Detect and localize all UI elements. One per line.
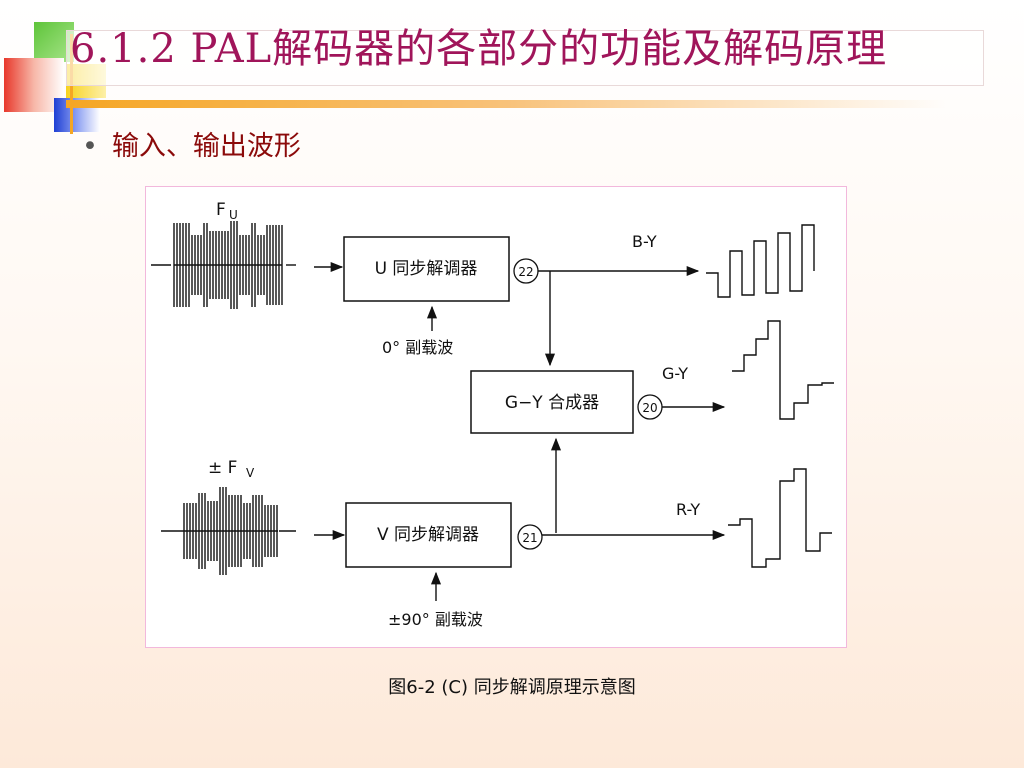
block-diagram: F U U 同步解调器 22 B-Y 0° 副载波 G−Y 合成器 20 G-Y xyxy=(151,200,834,629)
pin-21-label: 21 xyxy=(522,531,537,545)
u-demodulator-label: U 同步解调器 xyxy=(375,259,478,279)
v-demodulator-label: V 同步解调器 xyxy=(377,525,479,545)
v-input-label: ± F xyxy=(208,458,237,478)
pin-21-circle xyxy=(517,524,543,550)
figure-caption: 图6-2 (C) 同步解调原理示意图 xyxy=(388,677,636,698)
ry-label: R-Y xyxy=(676,500,700,519)
v-subcarrier-label: ±90° 副载波 xyxy=(388,610,483,629)
diagram-figure: F U U 同步解调器 22 B-Y 0° 副载波 G−Y 合成器 20 G-Y xyxy=(145,186,847,648)
title-underline xyxy=(66,100,946,108)
bullet-text: 输入、输出波形 xyxy=(111,131,301,162)
gy-synthesizer-block xyxy=(470,370,634,434)
gy-synthesizer-label: G−Y 合成器 xyxy=(505,393,599,413)
pin-20-label: 20 xyxy=(642,401,657,415)
title-box xyxy=(66,30,984,86)
by-label: B-Y xyxy=(632,232,657,251)
v-demodulator-block xyxy=(345,502,512,568)
bullet-item: • 输入、输出波形 xyxy=(82,124,301,163)
v-input-label-sub: V xyxy=(246,466,255,480)
pin-22-label: 22 xyxy=(518,265,533,279)
u-input-waveform xyxy=(151,221,296,309)
page-title: 6.1.2 PAL解码器的各部分的功能及解码原理 xyxy=(70,26,888,72)
by-output-waveform xyxy=(706,224,815,298)
u-subcarrier-label: 0° 副载波 xyxy=(382,338,453,357)
u-demodulator-block xyxy=(343,236,510,302)
u-input-label-sub: U xyxy=(229,208,238,222)
gy-label: G-Y xyxy=(662,364,688,383)
bullet-dot: • xyxy=(82,131,98,162)
u-input-label: F xyxy=(216,200,226,220)
v-input-waveform xyxy=(161,487,296,575)
ry-output-waveform xyxy=(728,468,832,568)
gy-output-waveform xyxy=(732,320,834,420)
